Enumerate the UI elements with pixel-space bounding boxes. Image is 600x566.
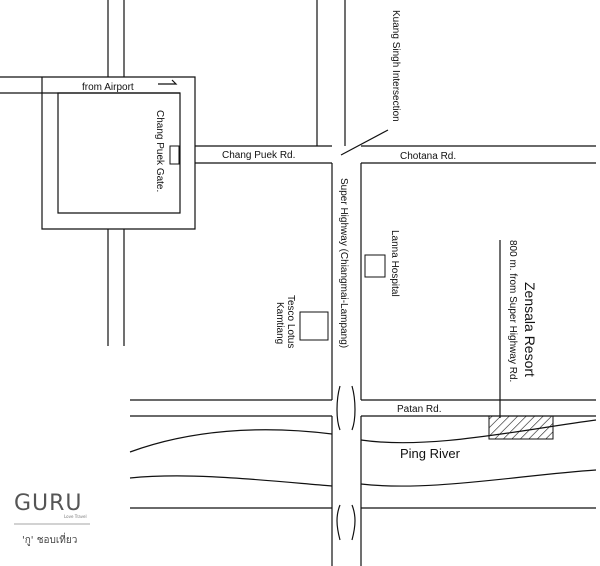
lanna-hospital-label: Lanna Hospital xyxy=(389,230,400,297)
patan-rd-label: Patan Rd. xyxy=(397,404,441,415)
chang-puek-rd-label: Chang Puek Rd. xyxy=(222,150,295,161)
tesco-lotus-label: Tesco Lotus xyxy=(285,295,296,348)
kuang-singh-label: Kuang Singh Intersection xyxy=(390,10,401,122)
resort-distance-label: 800 m. from Super Highway Rd. xyxy=(507,240,518,382)
kuang-singh-pointer xyxy=(340,129,389,156)
guru-logo-text: GURU xyxy=(14,491,83,516)
tesco-kamtiang-label: Kamtiang xyxy=(274,302,285,344)
chang-puek-gate-label: Chang Puek Gate. xyxy=(154,110,165,192)
zensala-resort-area xyxy=(488,415,554,440)
airport-arrow-icon xyxy=(158,79,178,85)
guru-logo-thai: 'กู' ชอบเที่ยว xyxy=(22,532,77,546)
ping-river xyxy=(129,385,597,541)
from-airport-label: from Airport xyxy=(82,82,134,93)
tesco-lotus-building xyxy=(299,311,329,341)
super-highway-label: Super Highway (Chiangmai-Lampang) xyxy=(338,178,349,348)
lanna-hospital-building xyxy=(364,254,386,278)
ping-river-label: Ping River xyxy=(400,446,461,461)
chang-puek-gate-marker xyxy=(169,145,180,165)
guru-logo-tagline: Love Travel xyxy=(64,514,87,519)
chotana-rd-label: Chotana Rd. xyxy=(400,151,456,162)
guru-logo: GURU Love Travel 'กู' ชอบเที่ยว xyxy=(14,491,90,546)
zensala-resort-label: Zensala Resort xyxy=(522,282,538,377)
